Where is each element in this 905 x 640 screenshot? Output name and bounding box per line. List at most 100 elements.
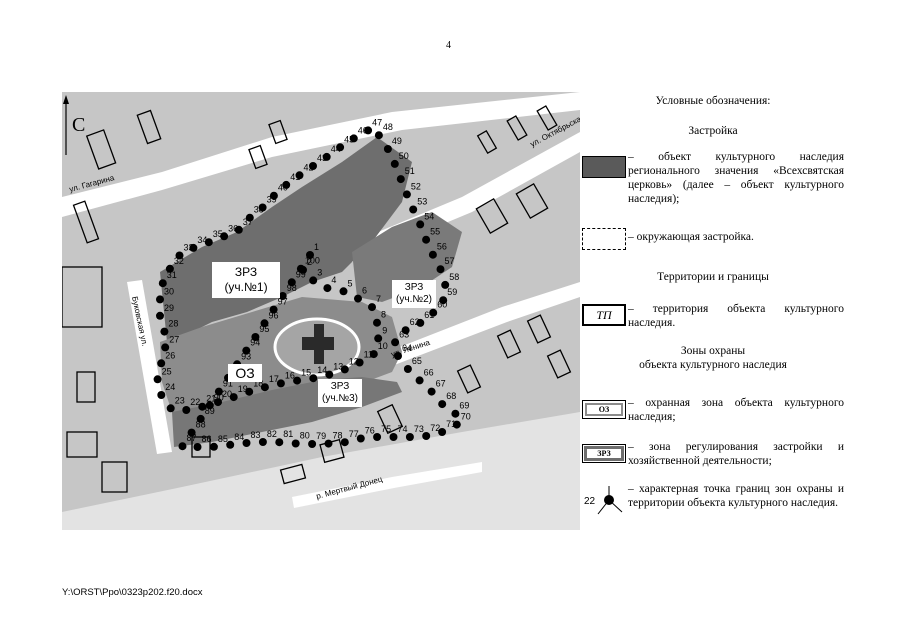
boundary-point: 38: [245, 205, 264, 222]
boundary-point-marker: [356, 434, 365, 443]
boundary-point-label: 69: [459, 401, 469, 411]
boundary-point-label: 58: [449, 272, 459, 282]
boundary-point: 46: [349, 125, 368, 143]
boundary-point: 44: [322, 144, 341, 161]
boundary-point-label: 42: [304, 162, 314, 172]
boundary-point-label: 45: [344, 134, 354, 144]
boundary-point-label: 59: [447, 287, 457, 297]
boundary-point-label: 64: [402, 343, 412, 353]
zone-label-zrz-2: ЗРЗ (уч.№2): [392, 280, 436, 308]
boundary-point: 95: [251, 324, 269, 341]
boundary-point-marker: [160, 327, 169, 336]
boundary-point-label: 74: [398, 424, 408, 434]
boundary-point-label: 36: [228, 223, 238, 233]
boundary-point: 64: [394, 343, 412, 360]
legend-section-buildings: Застройка: [688, 125, 738, 137]
boundary-point: 54: [416, 211, 434, 229]
boundary-point-label: 29: [164, 303, 174, 313]
boundary-point-marker: [389, 433, 398, 441]
boundary-point-label: 63: [399, 329, 409, 339]
boundary-point-label: 30: [164, 286, 174, 296]
boundary-point-label: 75: [381, 424, 391, 434]
boundary-point: 79: [308, 431, 326, 448]
boundary-point-marker: [161, 343, 170, 352]
boundary-point: 65: [403, 356, 422, 373]
boundary-point: 59: [439, 287, 457, 305]
boundary-point: 88: [187, 420, 206, 437]
boundary-point: 53: [409, 197, 427, 214]
boundary-point-marker: [214, 387, 223, 396]
road-gagarina: [62, 92, 580, 217]
boundary-point-marker: [226, 440, 235, 449]
boundary-point-marker: [296, 264, 305, 273]
boundary-point-marker: [396, 175, 405, 184]
boundary-point-marker: [436, 265, 445, 274]
boundary-point-marker: [309, 276, 318, 285]
boundary-point: 57: [436, 256, 455, 274]
boundary-point-label: 50: [399, 151, 409, 161]
boundary-point: 77: [340, 429, 359, 447]
boundary-point: 34: [189, 235, 207, 252]
boundary-point-marker: [193, 443, 202, 451]
boundary-point-marker: [196, 414, 205, 423]
zone-label-zrz-1: ЗРЗ (уч.№1): [212, 262, 280, 298]
boundary-point: 11: [355, 350, 373, 367]
boundary-point: 91: [214, 379, 233, 396]
boundary-point-label: 9: [382, 325, 387, 335]
boundary-point: 24: [157, 382, 175, 399]
road-mertvy-donets: [292, 462, 482, 508]
boundary-point: 20: [214, 389, 232, 407]
boundary-point: 47: [364, 117, 382, 135]
boundary-point-label: 31: [167, 270, 177, 280]
boundary-point: 55: [422, 227, 440, 244]
boundary-point-label: 60: [437, 300, 447, 310]
boundary-point-label: 57: [445, 256, 455, 266]
boundary-point: 25: [153, 366, 172, 384]
boundary-point-label: 43: [317, 153, 327, 163]
boundary-point-label: 99: [296, 269, 306, 279]
boundary-point: 74: [389, 424, 408, 441]
boundary-point-label: 46: [358, 125, 368, 135]
boundary-point: 50: [390, 151, 409, 168]
boundary-point-marker: [390, 159, 399, 168]
boundary-point-label: 1: [314, 242, 319, 252]
boundary-point: 32: [165, 256, 184, 273]
boundary-point: 37: [234, 217, 253, 234]
boundary-point: 78: [324, 431, 343, 448]
boundary-point-label: 68: [446, 391, 456, 401]
boundary-point-label: 56: [437, 242, 447, 252]
boundary-point: 30: [156, 286, 174, 304]
boundary-point-label: 51: [405, 166, 415, 176]
boundary-point-marker: [405, 433, 414, 441]
boundary-point-label: 7: [376, 294, 381, 304]
boundary-point-marker: [260, 383, 269, 392]
boundary-point: 89: [196, 406, 215, 423]
boundary-point: 35: [204, 229, 223, 247]
boundary-point-marker: [209, 442, 218, 451]
boundary-point-label: 32: [174, 256, 184, 266]
boundary-point: 29: [156, 303, 174, 320]
boundary-point-marker: [242, 346, 251, 355]
boundary-point-label: 34: [197, 235, 207, 245]
boundary-point-marker: [156, 295, 164, 304]
boundary-point-marker: [340, 365, 349, 374]
boundary-point-marker: [441, 280, 450, 289]
boundary-point-marker: [251, 333, 260, 341]
legend-section-zones: Зоны охраны объекта культурного наследия: [639, 345, 787, 371]
boundary-point: 39: [258, 195, 277, 212]
boundary-point-label: 41: [290, 172, 300, 182]
road-bukovskaya: [127, 280, 172, 454]
boundary-point-marker: [309, 162, 317, 170]
boundary-point: 94: [242, 338, 260, 355]
boundary-point-marker: [269, 305, 278, 314]
boundary-point-label: 33: [184, 243, 194, 253]
boundary-point-marker: [158, 279, 167, 288]
boundary-point: 70: [452, 412, 471, 429]
boundary-point-marker: [373, 318, 381, 327]
boundary-point-label: 72: [430, 423, 440, 433]
boundary-point-label: 8: [381, 310, 386, 320]
surrounding-buildings: [62, 105, 572, 493]
boundary-point-marker: [295, 171, 304, 180]
